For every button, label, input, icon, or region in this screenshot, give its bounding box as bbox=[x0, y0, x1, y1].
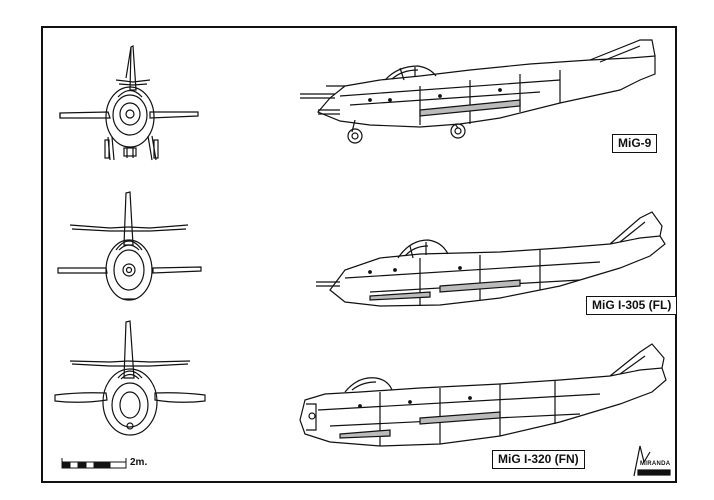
side-view-mig9 bbox=[300, 39, 656, 144]
miranda-logo-mark bbox=[633, 445, 671, 477]
drawing-frame bbox=[41, 26, 677, 483]
logo-text: MIRANDA bbox=[640, 461, 671, 467]
side-view-i305 bbox=[316, 211, 666, 307]
scale-bar bbox=[61, 458, 127, 469]
front-view-i320 bbox=[54, 320, 206, 436]
front-view-mig9 bbox=[59, 45, 199, 161]
i305-label: MiG I-305 (FL) bbox=[586, 296, 678, 315]
mig9-label: MiG-9 bbox=[612, 134, 658, 153]
scale-label: 2m. bbox=[130, 457, 148, 468]
i320-label: MiG I-320 (FN) bbox=[492, 450, 585, 469]
front-view-i305 bbox=[57, 191, 202, 301]
side-view-i320 bbox=[299, 343, 667, 447]
